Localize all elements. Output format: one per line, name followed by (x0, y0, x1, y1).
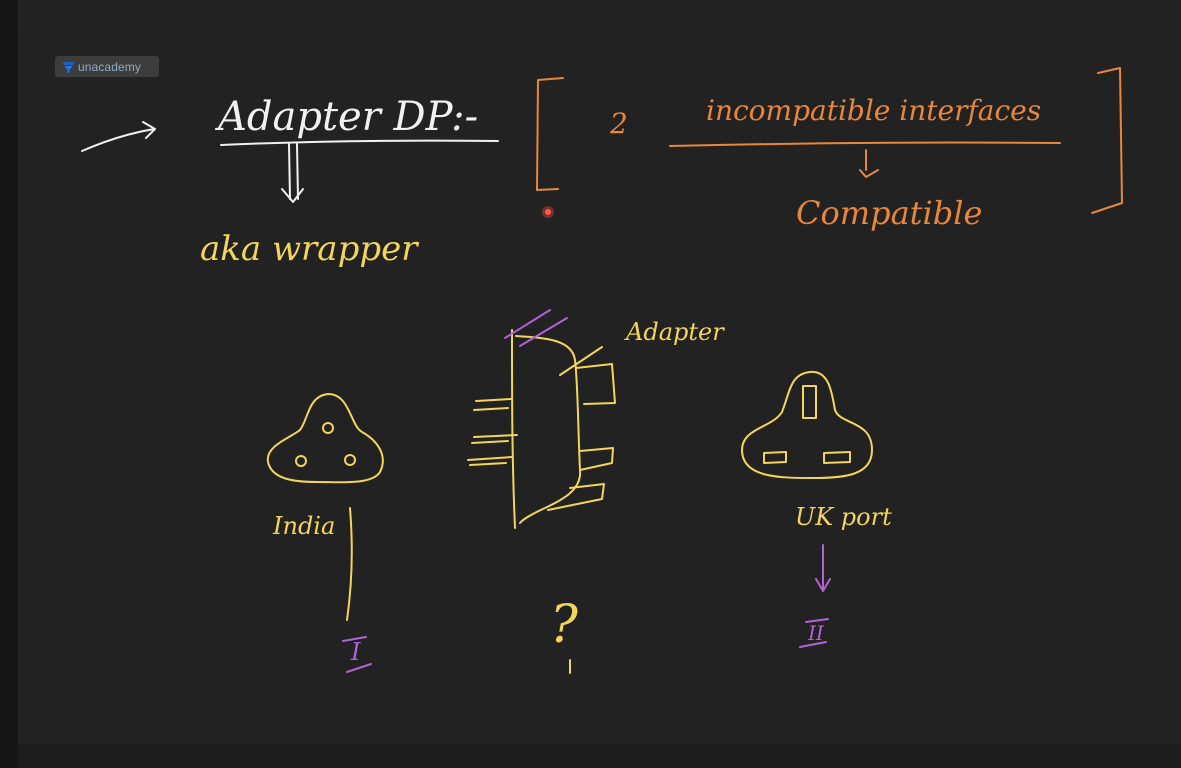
title-text: Adapter DP:- (214, 94, 478, 140)
whiteboard-canvas[interactable] (18, 38, 1181, 744)
incompatible-underline (669, 141, 1061, 147)
compatible-arrow (859, 149, 879, 178)
bracket-number: 2 (609, 107, 628, 140)
right-bracket (1091, 67, 1123, 214)
double-down-arrow (281, 143, 304, 203)
top-toolbar (18, 0, 1181, 38)
adapter-drawing (467, 309, 616, 529)
unacademy-logo-icon (62, 61, 75, 73)
roman-one: I (342, 636, 372, 673)
unacademy-logo: unacademy (55, 56, 159, 77)
title-underline (220, 139, 499, 146)
uk-port-label: UK port (795, 503, 892, 531)
incompatible-interfaces-text: incompatible interfaces (706, 94, 1041, 127)
bottom-bar (18, 744, 1181, 768)
logo-text: unacademy (78, 59, 141, 74)
aka-wrapper-text: aka wrapper (200, 229, 419, 269)
adapter-label: Adapter (624, 318, 725, 346)
compatible-text: Compatible (796, 194, 982, 232)
india-label: India (272, 512, 335, 540)
roman-two: II (799, 618, 829, 648)
india-plug-drawing (266, 393, 384, 484)
svg-text:I: I (350, 638, 361, 666)
pointer-arrow (81, 121, 156, 152)
laser-pointer-core (545, 209, 551, 215)
left-bracket (536, 77, 564, 191)
india-line (346, 507, 353, 621)
uk-down-arrow (815, 544, 831, 592)
svg-text:II: II (807, 621, 825, 645)
uk-port-drawing (741, 370, 873, 479)
left-edge-strip (0, 0, 18, 768)
question-mark: ? (550, 595, 579, 655)
